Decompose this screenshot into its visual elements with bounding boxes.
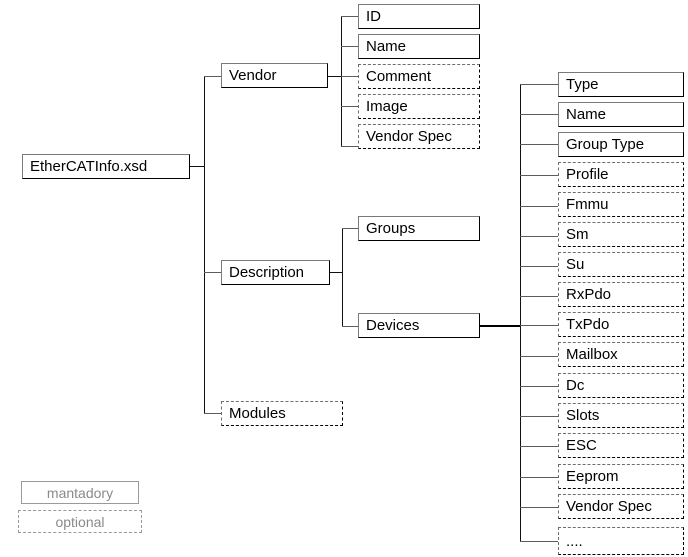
node-device-profile[interactable]: Profile <box>558 162 684 187</box>
node-device-vendor-spec[interactable]: Vendor Spec <box>558 494 684 519</box>
node-device-group-type[interactable]: Group Type <box>558 132 684 157</box>
connector-devices-to-esc <box>520 446 558 447</box>
node-device-type[interactable]: Type <box>558 72 684 97</box>
node-device-txpdo[interactable]: TxPdo <box>558 312 684 337</box>
connector-vendor-stub <box>328 76 342 77</box>
legend-label: mantadory <box>46 484 114 501</box>
connector-devices-to-fmmu <box>520 206 558 207</box>
legend-optional: optional <box>18 510 142 533</box>
connector-root-to-modules <box>204 413 222 414</box>
node-label: Modules <box>229 405 286 422</box>
node-device-rxpdo[interactable]: RxPdo <box>558 282 684 307</box>
legend-mandatory: mantadory <box>21 481 139 504</box>
node-device-dc[interactable]: Dc <box>558 373 684 398</box>
connector-devices-to-dc <box>520 386 558 387</box>
node-device-mailbox[interactable]: Mailbox <box>558 342 684 367</box>
node-label: Devices <box>366 317 420 334</box>
connector-vendor-to-comment <box>341 76 359 77</box>
node-label: ID <box>366 8 381 25</box>
node-device-su[interactable]: Su <box>558 252 684 277</box>
node-vendor-image[interactable]: Image <box>358 94 480 119</box>
connector-vendor-to-id <box>341 16 359 17</box>
node-label: Comment <box>366 68 432 85</box>
connector-devices-to-rxpdo <box>520 296 558 297</box>
legend-label: optional <box>55 513 105 530</box>
node-device-eeprom[interactable]: Eeprom <box>558 464 684 489</box>
node-device-esc[interactable]: ESC <box>558 433 684 458</box>
connector-devices-to-su <box>520 266 558 267</box>
node-device-slots[interactable]: Slots <box>558 403 684 428</box>
node-label: EtherCATInfo.xsd <box>30 158 148 175</box>
node-label: Image <box>366 98 408 115</box>
connector-description-to-devices <box>342 326 359 327</box>
node-root[interactable]: EtherCATInfo.xsd <box>22 154 190 179</box>
node-label: Fmmu <box>566 196 609 213</box>
node-device-fmmu[interactable]: Fmmu <box>558 192 684 217</box>
node-label: Dc <box>566 377 585 394</box>
connector-vendor-to-vendorspec <box>341 146 359 147</box>
node-vendor-name[interactable]: Name <box>358 34 480 59</box>
node-vendor-comment[interactable]: Comment <box>358 64 480 89</box>
node-label: Eeprom <box>566 468 619 485</box>
connector-devices-to-sm <box>520 236 558 237</box>
node-device-name[interactable]: Name <box>558 102 684 127</box>
node-label: TxPdo <box>566 316 610 333</box>
connector-devices-to-eeprom <box>520 477 558 478</box>
node-description[interactable]: Description <box>221 260 330 285</box>
connector-devices-to-mailbox <box>520 356 558 357</box>
node-label: Description <box>229 264 305 281</box>
node-label: Su <box>566 256 585 273</box>
connector-vendor-to-image <box>341 106 359 107</box>
connector-devices-trunk <box>520 84 521 542</box>
connector-devices-to-slots <box>520 416 558 417</box>
node-label: Vendor Spec <box>366 128 452 145</box>
node-groups[interactable]: Groups <box>358 216 480 241</box>
connector-description-trunk <box>342 228 343 326</box>
connector-devices-to-txpdo <box>520 325 558 326</box>
node-label: Group Type <box>566 136 645 153</box>
node-label: Type <box>566 76 599 93</box>
node-label: Name <box>566 106 607 123</box>
connector-description-to-groups <box>342 228 359 229</box>
node-label: Vendor <box>229 67 277 84</box>
node-label: Slots <box>566 407 600 424</box>
node-devices[interactable]: Devices <box>358 313 480 338</box>
connector-root-trunk <box>204 76 205 413</box>
connector-root-stub <box>190 166 205 167</box>
connector-description-stub <box>330 272 343 273</box>
connector-root-to-description <box>204 272 222 273</box>
connector-vendor-trunk <box>341 16 342 146</box>
connector-devices-to-type <box>520 84 558 85</box>
node-vendor[interactable]: Vendor <box>221 63 328 88</box>
node-modules[interactable]: Modules <box>221 401 343 426</box>
node-label: Mailbox <box>566 346 618 363</box>
connector-devices-to-vendor-spec <box>520 507 558 508</box>
node-label: RxPdo <box>566 286 612 303</box>
connector-devices-to-profile <box>520 175 558 176</box>
connector-devices-to-more <box>520 541 558 542</box>
node-device-more[interactable]: .... <box>558 527 684 555</box>
connector-devices-stub <box>480 325 521 327</box>
connector-devices-to-group-type <box>520 144 558 145</box>
connector-devices-to-name <box>520 114 558 115</box>
node-label: ESC <box>566 437 597 454</box>
node-label: Vendor Spec <box>566 498 652 515</box>
node-label: Profile <box>566 166 609 183</box>
connector-root-to-vendor <box>204 76 222 77</box>
node-label: .... <box>566 532 583 550</box>
node-label: Sm <box>566 226 589 243</box>
node-vendor-vendor-spec[interactable]: Vendor Spec <box>358 124 480 149</box>
node-label: Groups <box>366 220 416 237</box>
node-device-sm[interactable]: Sm <box>558 222 684 247</box>
connector-vendor-to-name <box>341 46 359 47</box>
node-label: Name <box>366 38 407 55</box>
node-vendor-id[interactable]: ID <box>358 4 480 29</box>
